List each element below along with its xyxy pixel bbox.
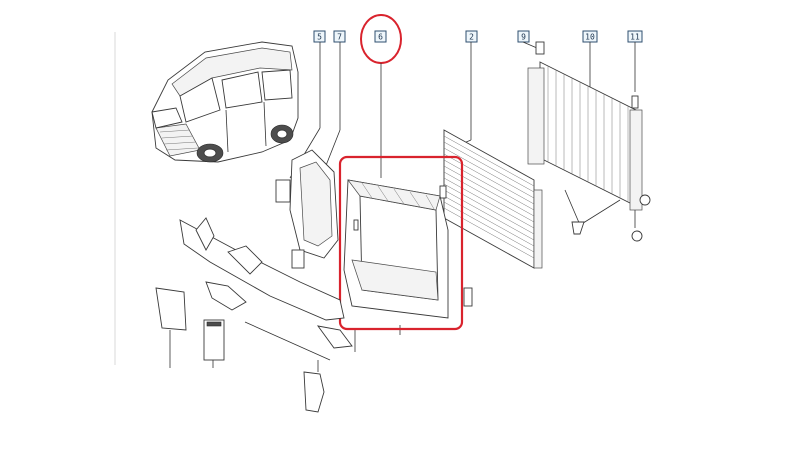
selection-highlight-box (338, 155, 464, 331)
callout-6[interactable]: 6 (374, 30, 387, 43)
callout-9[interactable]: 9 (517, 30, 530, 43)
front-end-carrier (155, 149, 353, 413)
callout-5[interactable]: 5 (313, 30, 326, 43)
vehicle-illustration (151, 41, 299, 163)
svg-text:9: 9 (521, 33, 526, 42)
callout-2[interactable]: 2 (465, 30, 478, 43)
svg-text:2: 2 (469, 33, 474, 42)
svg-text:6: 6 (378, 33, 383, 42)
radiator (527, 41, 651, 242)
callout-7[interactable]: 7 (333, 30, 346, 43)
callout-11[interactable]: 11 (627, 30, 643, 43)
svg-text:7: 7 (337, 33, 342, 42)
svg-text:10: 10 (585, 33, 595, 42)
condenser (439, 129, 543, 269)
fan-shroud-frame (343, 179, 473, 319)
svg-text:11: 11 (630, 33, 640, 42)
callout-10[interactable]: 10 (582, 30, 598, 43)
svg-text:5: 5 (317, 33, 322, 42)
